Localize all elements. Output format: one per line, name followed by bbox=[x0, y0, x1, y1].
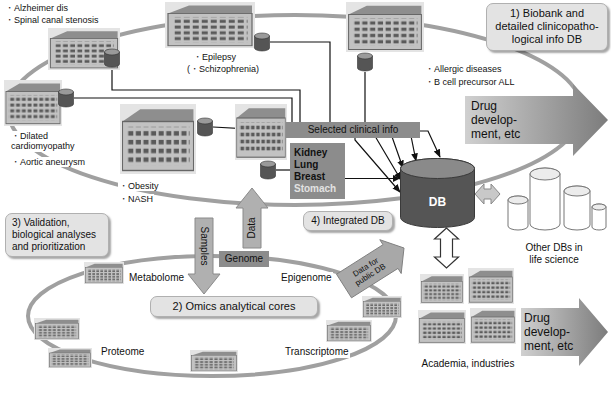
database-top bbox=[401, 159, 475, 179]
annotation-label: ・B cell precursor ALL bbox=[424, 77, 516, 87]
building-icon bbox=[420, 274, 464, 304]
block-arrow: Drug develop- ment, etc bbox=[521, 298, 609, 366]
building-icon bbox=[418, 310, 466, 344]
building-icon bbox=[470, 308, 516, 344]
label-box: Selected clinical info bbox=[286, 122, 420, 138]
annotation-label: (・Schizophrenia) bbox=[186, 64, 260, 74]
arrow-shape bbox=[465, 84, 608, 156]
node-text: 3) Validation, biological analyses and p… bbox=[12, 217, 102, 253]
label-box: Genome bbox=[219, 251, 269, 267]
arrow-shape bbox=[337, 240, 405, 298]
node-text: 1) Biobank and detailed clinicopatho- lo… bbox=[493, 7, 601, 47]
node-text: DB bbox=[429, 195, 446, 209]
node-text: Data bbox=[246, 217, 258, 238]
node-text: 4) Integrated DB bbox=[310, 215, 386, 227]
building-icon bbox=[84, 262, 124, 284]
annotation-label: ・Epilepsy bbox=[192, 52, 237, 62]
database-body bbox=[401, 159, 475, 228]
database-icon-top bbox=[592, 204, 606, 210]
building-photo bbox=[346, 2, 424, 52]
node-text: Academia, industries bbox=[418, 358, 518, 370]
callout-box: 4) Integrated DB bbox=[303, 211, 393, 231]
node-text: Drug develop- ment, etc bbox=[524, 311, 582, 353]
building-icon bbox=[48, 348, 92, 368]
annotation-label: ・Alzheimer dis bbox=[4, 3, 69, 13]
database-icon-body bbox=[564, 186, 590, 230]
block-arrow: Data for public DB bbox=[338, 236, 413, 294]
connector bbox=[435, 228, 459, 268]
building-photo bbox=[48, 28, 120, 70]
connector bbox=[475, 184, 500, 204]
database-cylinder: DB bbox=[400, 158, 475, 228]
arrow-shape bbox=[236, 188, 268, 248]
arrow-shape bbox=[521, 298, 608, 366]
database-icon-top bbox=[508, 196, 528, 204]
annotation-label: Epigenome bbox=[280, 272, 333, 284]
block-arrow: Samples bbox=[188, 218, 220, 294]
node-text: 2) Omics analytical cores bbox=[157, 300, 311, 313]
building-photo bbox=[165, 2, 255, 48]
annotation-label: ・Dilated cardiomyopathy bbox=[10, 131, 84, 152]
node-text: Genome bbox=[223, 253, 265, 265]
data-line bbox=[74, 98, 400, 192]
database-icon bbox=[255, 33, 270, 51]
institution-group: Academia, industries bbox=[418, 268, 518, 378]
building-icon bbox=[190, 350, 238, 372]
annotation-label: ・Obesity bbox=[118, 181, 160, 191]
node-text: Selected clinical info bbox=[290, 124, 416, 136]
callout-box: 2) Omics analytical cores bbox=[150, 296, 318, 317]
node-text: Other DBs in life science bbox=[520, 242, 588, 266]
node-text: Kidney Lung Breast bbox=[294, 147, 341, 183]
building-photo bbox=[4, 80, 62, 126]
database-icon-body bbox=[508, 196, 528, 230]
node-text: Drug develop- ment, etc bbox=[471, 99, 531, 141]
annotation-label: Metabolome bbox=[128, 272, 185, 284]
database-icon bbox=[261, 161, 276, 179]
node-text: Samples bbox=[198, 227, 210, 266]
database-icon-body bbox=[592, 204, 606, 230]
database-icon bbox=[59, 89, 74, 107]
building-icon bbox=[362, 296, 402, 318]
block-arrow: Drug develop- ment, etc bbox=[465, 84, 609, 156]
building-photo bbox=[235, 104, 287, 160]
organ-list-box: Kidney Lung BreastStomach bbox=[290, 143, 345, 199]
callout-box: 3) Validation, biological analyses and p… bbox=[5, 213, 109, 257]
database-cylinder-outline bbox=[400, 158, 475, 228]
connector bbox=[345, 175, 400, 182]
building-icon bbox=[326, 320, 372, 342]
database-icon bbox=[105, 49, 120, 67]
annotation-label: ・Aortic aneurysm bbox=[10, 157, 86, 167]
database-icon bbox=[358, 53, 373, 71]
arrow-shape bbox=[188, 218, 220, 294]
database-icon-top bbox=[530, 168, 560, 180]
building-photo bbox=[120, 104, 196, 174]
database-icon bbox=[198, 118, 213, 136]
building-icon bbox=[34, 318, 80, 340]
annotation-label: ・Allergic diseases bbox=[424, 64, 503, 74]
annotation-label: Transcriptome bbox=[284, 346, 350, 358]
database-icon-body bbox=[530, 168, 560, 230]
database-group: Other DBs in life science bbox=[500, 160, 608, 272]
building-icon bbox=[468, 268, 514, 304]
annotation-label: ・Spinal canal stenosis bbox=[4, 15, 100, 25]
node-text: Stomach bbox=[294, 183, 341, 195]
database-icon-top bbox=[564, 186, 590, 196]
annotation-label: Proteome bbox=[100, 346, 145, 358]
callout-box: 1) Biobank and detailed clinicopatho- lo… bbox=[486, 3, 608, 51]
annotation-label: ・NASH bbox=[118, 194, 154, 204]
data-line bbox=[276, 169, 290, 170]
block-arrow: Data bbox=[236, 188, 268, 248]
